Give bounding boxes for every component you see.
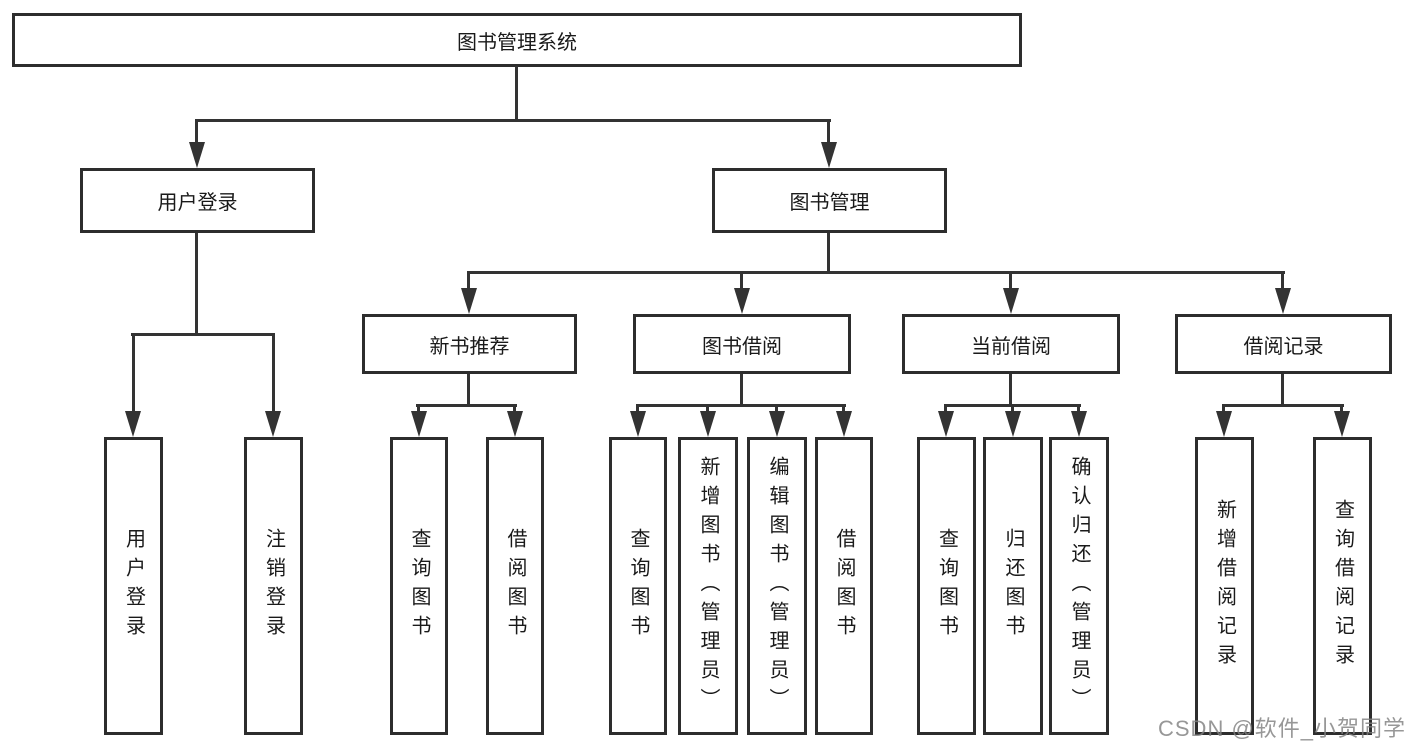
connector-drop: [513, 406, 516, 412]
connector-drop: [636, 406, 639, 412]
node-label: 图书借阅: [702, 335, 782, 358]
node-user-login: 用户登录: [80, 168, 315, 233]
connector-recommend-bar: [416, 404, 517, 407]
arrow-down-icon: [265, 411, 281, 437]
connector-drop: [1009, 273, 1012, 289]
leaf-query-books-borrowing: 查询图书: [609, 437, 667, 735]
node-library-management-system: 图书管理系统: [12, 13, 1022, 67]
connector-book-mgmt-bar: [467, 271, 1285, 274]
connector-drop: [1340, 406, 1343, 412]
connector-user-login-bar: [131, 333, 275, 336]
connector-root-stem: [515, 66, 518, 120]
connector-book-mgmt-stem: [827, 233, 830, 272]
connector-drop: [467, 273, 470, 289]
leaf-label: 编辑图书（管理员）: [766, 455, 788, 717]
leaf-confirm-return-admin: 确认归还（管理员）: [1049, 437, 1109, 735]
node-new-book-recommend: 新书推荐: [362, 314, 577, 374]
leaf-label: 新增图书（管理员）: [697, 455, 719, 717]
arrow-down-icon: [938, 411, 954, 437]
leaf-label: 借阅图书: [504, 528, 526, 644]
leaf-label: 查询借阅记录: [1331, 499, 1354, 673]
leaf-label: 新增借阅记录: [1213, 499, 1236, 673]
connector-user-login-stem: [195, 233, 198, 334]
leaf-label: 用户登录: [122, 528, 145, 644]
connector-records-bar: [1222, 404, 1344, 407]
connector-root-bar: [195, 119, 831, 122]
connector-drop: [195, 121, 198, 143]
arrow-down-icon: [125, 411, 141, 437]
arrow-down-icon: [1275, 288, 1291, 314]
arrow-down-icon: [1334, 411, 1350, 437]
connector-records-stem: [1281, 374, 1284, 406]
arrow-down-icon: [461, 288, 477, 314]
connector-borrowing-stem: [740, 374, 743, 406]
connector-current-bar: [944, 404, 1081, 407]
arrow-down-icon: [821, 142, 837, 168]
node-borrowing-records: 借阅记录: [1175, 314, 1392, 374]
leaf-label: 借阅图书: [833, 528, 855, 644]
arrow-down-icon: [734, 288, 750, 314]
node-label: 新书推荐: [429, 335, 510, 358]
leaf-logout: 注销登录: [244, 437, 303, 735]
leaf-borrow-books: 借阅图书: [815, 437, 873, 735]
node-label: 用户登录: [157, 192, 238, 214]
node-label: 借阅记录: [1243, 335, 1324, 358]
leaf-query-borrow-record: 查询借阅记录: [1313, 437, 1372, 735]
leaf-label: 注销登录: [262, 528, 285, 644]
connector-current-stem: [1009, 374, 1012, 406]
leaf-label: 归还图书: [1002, 528, 1024, 644]
connector-drop: [1222, 406, 1225, 412]
leaf-edit-books-admin: 编辑图书（管理员）: [747, 437, 807, 735]
arrow-down-icon: [700, 411, 716, 437]
connector-drop: [272, 335, 275, 413]
leaf-add-books-admin: 新增图书（管理员）: [678, 437, 738, 735]
connector-drop: [417, 406, 420, 412]
arrow-down-icon: [1003, 288, 1019, 314]
csdn-watermark: CSDN @软件_小贺同学: [1158, 716, 1405, 741]
connector-recommend-stem: [467, 374, 470, 406]
leaf-return-books: 归还图书: [983, 437, 1043, 735]
arrow-down-icon: [507, 411, 523, 437]
connector-drop: [132, 335, 135, 413]
arrow-down-icon: [411, 411, 427, 437]
leaf-query-books-current: 查询图书: [917, 437, 976, 735]
node-current-borrowing: 当前借阅: [902, 314, 1120, 374]
connector-drop: [827, 121, 830, 143]
connector-drop: [1077, 406, 1080, 412]
connector-drop: [944, 406, 947, 412]
node-book-management: 图书管理: [712, 168, 947, 233]
leaf-label: 查询图书: [627, 528, 649, 644]
node-label: 图书管理: [789, 192, 870, 214]
connector-drop: [775, 406, 778, 412]
leaf-label: 确认归还（管理员）: [1068, 455, 1090, 717]
leaf-user-login: 用户登录: [104, 437, 163, 735]
leaf-borrow-books-recommend: 借阅图书: [486, 437, 544, 735]
arrow-down-icon: [836, 411, 852, 437]
node-label: 当前借阅: [971, 335, 1051, 358]
arrow-down-icon: [1071, 411, 1087, 437]
connector-drop: [740, 273, 743, 289]
arrow-down-icon: [1005, 411, 1021, 437]
arrow-down-icon: [630, 411, 646, 437]
arrow-down-icon: [769, 411, 785, 437]
leaf-label: 查询图书: [408, 528, 430, 644]
node-label: 图书管理系统: [457, 31, 577, 54]
connector-drop: [842, 406, 845, 412]
leaf-label: 查询图书: [935, 528, 958, 644]
node-book-borrowing: 图书借阅: [633, 314, 851, 374]
leaf-add-borrow-record: 新增借阅记录: [1195, 437, 1254, 735]
connector-drop: [1011, 406, 1014, 412]
arrow-down-icon: [1216, 411, 1232, 437]
connector-borrowing-bar: [636, 404, 846, 407]
arrow-down-icon: [189, 142, 205, 168]
leaf-query-books-recommend: 查询图书: [390, 437, 448, 735]
connector-drop: [706, 406, 709, 412]
connector-drop: [1281, 273, 1284, 289]
